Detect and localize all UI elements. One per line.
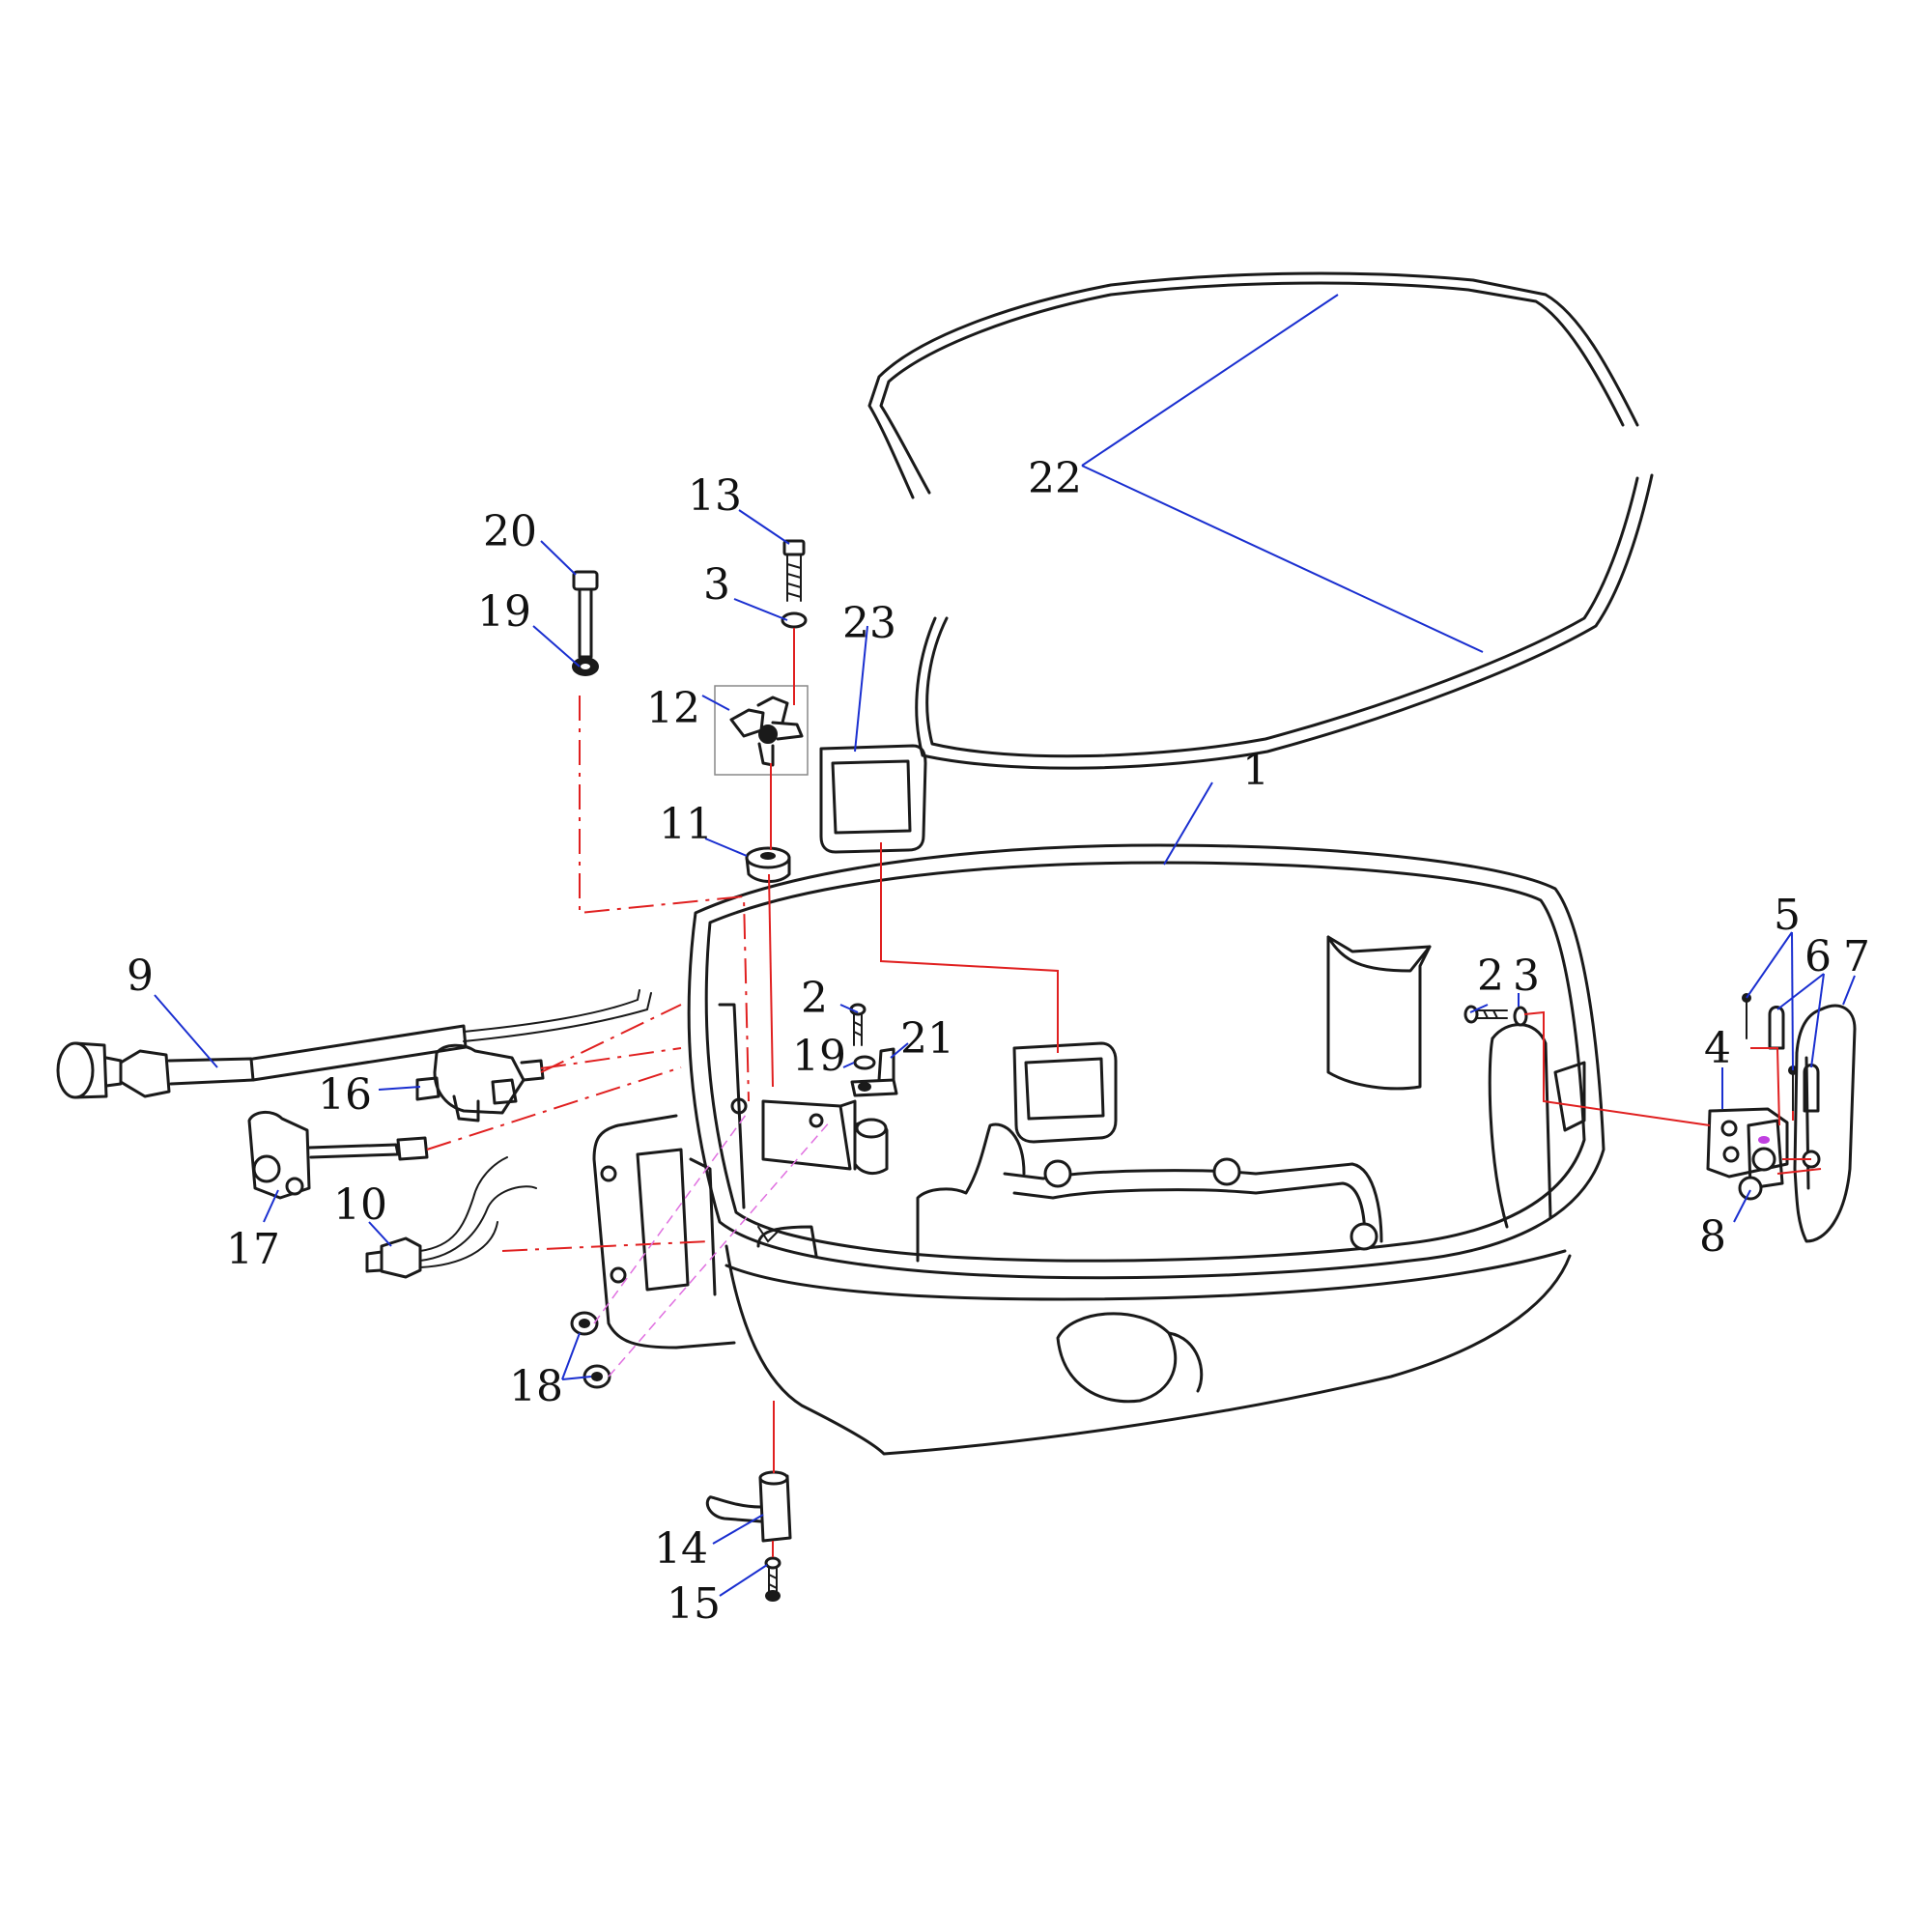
callout-19a: 19 xyxy=(477,587,531,637)
leader-lines xyxy=(154,294,1856,1597)
callout-11: 11 xyxy=(659,800,713,849)
callout-3a: 3 xyxy=(703,560,730,610)
callout-6: 6 xyxy=(1804,932,1832,981)
callout-3b: 3 xyxy=(1513,952,1540,1001)
part-14-lower-bracket xyxy=(705,1470,792,1543)
callout-5: 5 xyxy=(1774,891,1801,940)
callout-16: 16 xyxy=(318,1070,372,1120)
assembly-guide-lines xyxy=(426,628,1822,1557)
part-4-hinge-plate xyxy=(1706,1107,1789,1179)
part-20-bolt xyxy=(572,570,599,659)
callout-2b: 2 xyxy=(1477,952,1504,1001)
part-2-screw-right xyxy=(1463,1005,1508,1024)
callout-labels: 1 2 2 3 3 4 5 6 7 8 9 10 11 12 13 14 15 … xyxy=(127,454,1870,1629)
callout-13: 13 xyxy=(688,471,742,521)
part-21-clip xyxy=(850,1047,898,1097)
part-7-latch-handle xyxy=(1793,1004,1857,1243)
callout-8: 8 xyxy=(1699,1212,1726,1262)
part-15-screw xyxy=(764,1556,781,1602)
part-10-sensor xyxy=(365,1156,537,1279)
part-1-lower-cowl xyxy=(592,843,1605,1456)
callout-4: 4 xyxy=(1704,1024,1731,1073)
part-12-valve-assembly xyxy=(714,685,809,776)
callout-1: 1 xyxy=(1242,746,1269,795)
part-13-bolt xyxy=(782,539,806,602)
callout-19b: 19 xyxy=(792,1032,846,1081)
part-22-cowl-seal xyxy=(867,271,1654,770)
callout-23: 23 xyxy=(842,599,896,648)
part-3-washer-right xyxy=(1513,1006,1528,1027)
callout-22: 22 xyxy=(1028,454,1082,503)
callout-21: 21 xyxy=(900,1014,954,1064)
part-8-hinge-bushing xyxy=(1738,1119,1784,1201)
callout-15: 15 xyxy=(667,1579,721,1629)
callout-12: 12 xyxy=(646,684,700,733)
part-3-washer-upper xyxy=(781,611,808,629)
callout-10: 10 xyxy=(333,1180,387,1230)
callout-14: 14 xyxy=(654,1524,708,1574)
part-19-washer-upper xyxy=(572,657,599,676)
part-23-gasket xyxy=(819,744,1118,1144)
callout-17: 17 xyxy=(226,1225,280,1274)
callout-20: 20 xyxy=(483,507,537,556)
part-17-switch xyxy=(247,1111,429,1200)
callout-7: 7 xyxy=(1843,932,1870,981)
part-11-grommet xyxy=(745,846,791,883)
part-9-choke-cable xyxy=(56,989,652,1099)
part-16-fuel-connector xyxy=(415,1043,545,1122)
part-19-washer-lower xyxy=(853,1055,876,1070)
callout-9: 9 xyxy=(127,952,154,1001)
callout-2a: 2 xyxy=(801,974,828,1023)
callout-18: 18 xyxy=(509,1362,563,1411)
